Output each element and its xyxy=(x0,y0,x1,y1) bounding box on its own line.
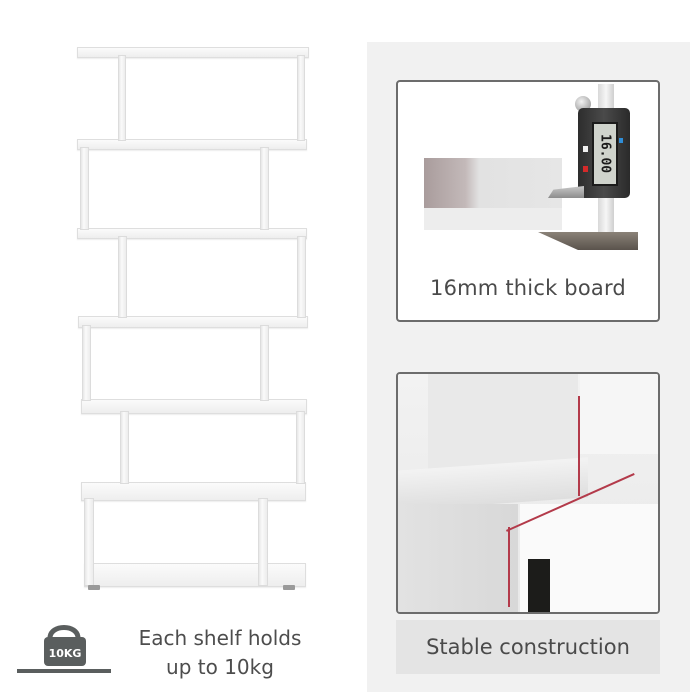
shelf-front-panel xyxy=(398,504,518,612)
thickness-caption: 16mm thick board xyxy=(430,276,626,300)
shelf-upright xyxy=(84,498,94,586)
caliper-reading: 16.00 xyxy=(597,134,613,174)
shelf-upright xyxy=(80,147,89,230)
shelf-upright xyxy=(258,498,268,586)
shelf-foot xyxy=(283,585,295,590)
weight-icon: 10KG xyxy=(17,625,111,673)
shelf-right-panel xyxy=(580,374,658,454)
shelf-upright xyxy=(118,55,126,141)
shelf-upright xyxy=(118,236,127,318)
joint-highlight-line xyxy=(578,396,580,496)
load-line-2: up to 10kg xyxy=(166,655,274,679)
joint-highlight-line xyxy=(508,527,510,607)
bookshelf-image xyxy=(0,0,370,610)
shelf-upright xyxy=(260,325,269,401)
shelf-board-6 xyxy=(81,482,306,501)
load-line-1: Each shelf holds xyxy=(138,626,302,650)
shelf-upright xyxy=(297,236,306,318)
thickness-card: 16.00 16mm thick board xyxy=(396,80,660,322)
shelf-board-4 xyxy=(78,316,308,328)
shelf-board-2 xyxy=(77,139,307,150)
shelf-base xyxy=(84,563,306,587)
shelf-upright xyxy=(82,325,91,401)
weight-badge-label: 10KG xyxy=(49,647,82,660)
shelf-board-1 xyxy=(77,47,309,58)
shelf-board-3 xyxy=(77,228,307,239)
shelf-upright xyxy=(260,147,269,230)
features-panel: 16.00 16mm thick board Stable constructi… xyxy=(367,42,690,692)
shelf-upright xyxy=(296,411,305,484)
shelf-upright xyxy=(120,411,129,484)
board-sample xyxy=(424,158,562,208)
board-sample-edge xyxy=(424,208,562,230)
shelf-foot xyxy=(88,585,100,590)
construction-card xyxy=(396,372,660,614)
shelf-board-5 xyxy=(81,399,307,414)
construction-caption: Stable construction xyxy=(396,620,660,674)
load-capacity-text: Each shelf holds up to 10kg xyxy=(120,624,320,682)
book xyxy=(528,559,550,612)
shelf-upright xyxy=(297,55,305,141)
